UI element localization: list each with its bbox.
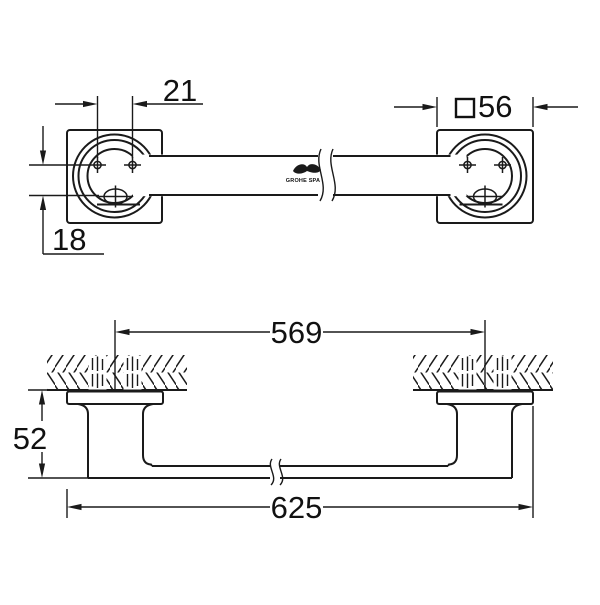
dim-wall-depth-label: 52: [13, 421, 47, 456]
grohe-logo-text: GROHE SPA: [286, 178, 320, 184]
plan-view: 569 52 625: [13, 315, 553, 525]
right-post-inner-edge: [446, 403, 458, 467]
wall-section-left: [47, 355, 187, 391]
right-post-outer-edge: [511, 403, 523, 478]
bar-body: [133, 154, 467, 197]
bar-break-symbol: [318, 148, 336, 202]
left-post-outer-edge: [77, 403, 89, 478]
bar-break-symbol-plan: [269, 458, 284, 486]
dim-overall-length-label: 625: [271, 490, 323, 525]
grohe-logo-mark: [293, 164, 321, 174]
screw-dashes: [493, 355, 512, 390]
screw-dashes: [458, 355, 477, 390]
right-mounting-holes: [459, 157, 511, 208]
right-flange: [436, 390, 534, 405]
left-flange: [66, 390, 164, 405]
towel-bar-front: [133, 154, 467, 197]
dim-hole-spacing-label: 21: [163, 73, 197, 108]
dim-mount-centers-label: 569: [271, 315, 323, 350]
dim-hole-spacing: 21: [55, 73, 203, 158]
wall-section-right: [413, 355, 553, 391]
square-symbol: [454, 97, 476, 119]
towel-bar-plan: [88, 458, 512, 486]
dim-square-size: 56: [394, 89, 578, 127]
front-view: GROHE SPA 21 56: [29, 73, 578, 257]
grohe-logo: GROHE SPA: [286, 164, 321, 184]
screw-dashes: [88, 355, 107, 390]
dim-hole-offset: 18: [29, 126, 104, 257]
dim-wall-depth: 52: [13, 389, 88, 479]
dim-mount-centers: 569: [114, 315, 486, 389]
wall-screw-marks: [88, 355, 512, 390]
screw-dashes: [123, 355, 142, 390]
dim-hole-offset-label: 18: [52, 222, 86, 257]
left-mounting-holes: [89, 157, 141, 208]
right-bracket-plan: [436, 390, 534, 478]
dim-square-size-label: 56: [478, 89, 512, 124]
left-bracket-plan: [66, 390, 164, 478]
dim-overall-length: 625: [66, 406, 534, 525]
left-post-inner-edge: [142, 403, 154, 467]
